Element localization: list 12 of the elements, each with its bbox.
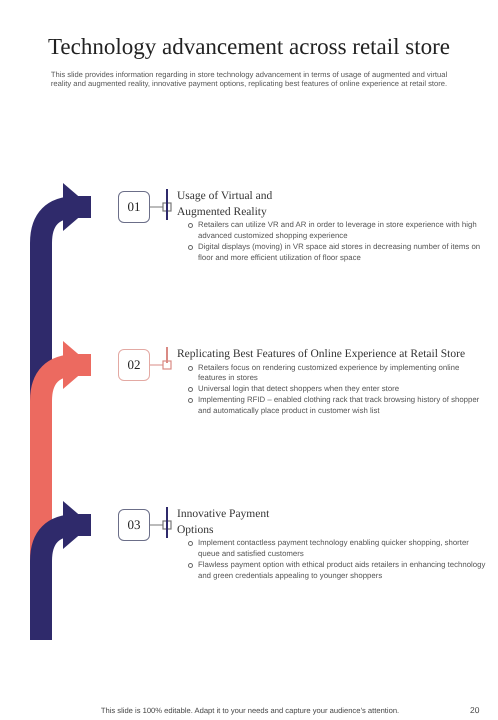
number-box: 01	[118, 191, 150, 223]
connector-line	[150, 360, 172, 370]
section-heading: Innovative Payment Options	[166, 507, 287, 538]
number-box: 03	[118, 509, 150, 541]
page-number: 20	[470, 705, 480, 715]
connector-line	[150, 520, 172, 530]
number-box: 02	[118, 349, 150, 381]
connector-line	[150, 202, 172, 212]
curved-arrow	[30, 501, 91, 640]
title: Technology advancement across retail store	[46, 34, 451, 60]
section-heading: Replicating Best Features of Online Experience at Retail Store	[166, 347, 477, 363]
section-heading: Usage of Virtual and Augmented Reality	[166, 189, 327, 220]
